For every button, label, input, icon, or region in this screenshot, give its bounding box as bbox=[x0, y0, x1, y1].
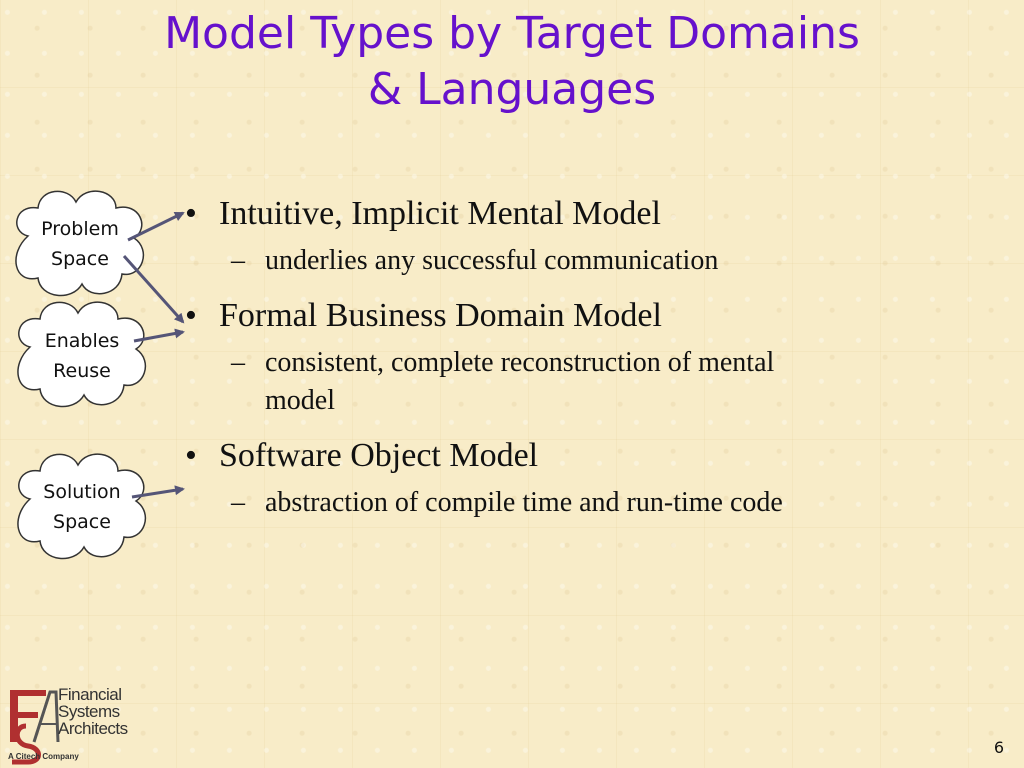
fsa-logo-mark bbox=[10, 690, 60, 765]
bullet-group-business: • Formal Business Domain Model – consist… bbox=[185, 294, 985, 420]
cloud-label: Problem bbox=[41, 218, 119, 240]
sub-bullet-mark: – bbox=[231, 487, 245, 518]
bullet-text: Intuitive, Implicit Mental Model bbox=[219, 195, 661, 232]
cloud-label: Reuse bbox=[53, 360, 111, 382]
cloud-solution-space: Solution Space bbox=[17, 453, 147, 560]
bullet-text: Formal Business Domain Model bbox=[219, 297, 662, 334]
cloud-enables-reuse: Enables Reuse bbox=[17, 301, 147, 408]
bullet-item: • Software Object Model bbox=[185, 434, 985, 478]
sub-bullet-mark: – bbox=[231, 347, 245, 378]
cloud-label: Enables bbox=[45, 330, 120, 352]
bullet-mark: • bbox=[185, 437, 197, 474]
bullet-text: Software Object Model bbox=[219, 437, 539, 474]
sub-bullet-text: abstraction of compile time and run-time… bbox=[265, 487, 783, 518]
bullet-group-mental: • Intuitive, Implicit Mental Model – und… bbox=[185, 192, 985, 280]
cloud-label: Solution bbox=[43, 481, 120, 503]
title-line-2: & Languages bbox=[367, 64, 657, 115]
page-number: 6 bbox=[993, 738, 1004, 757]
sub-bullet-item: – underlies any successful communication bbox=[185, 242, 985, 280]
cloud-problem-space: Problem Space bbox=[15, 190, 145, 297]
bullet-item: • Intuitive, Implicit Mental Model bbox=[185, 192, 985, 236]
logo-line: Financial bbox=[58, 685, 122, 704]
cloud-label: Space bbox=[51, 248, 109, 270]
bullet-group-software: • Software Object Model – abstraction of… bbox=[185, 434, 985, 522]
slide-title: Model Types by Target Domains & Language… bbox=[0, 6, 1024, 118]
sub-bullet-mark: – bbox=[231, 245, 245, 276]
sub-bullet-text: consistent, complete reconstruction of m… bbox=[265, 347, 775, 378]
arrow-problem-to-business bbox=[122, 255, 185, 324]
bullet-item: • Formal Business Domain Model bbox=[185, 294, 985, 338]
bullet-mark: • bbox=[185, 195, 197, 232]
cloud-label: Space bbox=[53, 511, 111, 533]
sub-bullet-text-continued: model bbox=[265, 385, 335, 416]
sub-bullet-item: – abstraction of compile time and run-ti… bbox=[185, 484, 985, 522]
logo-line: Architects bbox=[58, 719, 128, 738]
bullet-list: • Intuitive, Implicit Mental Model – und… bbox=[185, 192, 985, 536]
sub-bullet-item: – consistent, complete reconstruction of… bbox=[185, 344, 985, 420]
title-line-1: Model Types by Target Domains bbox=[164, 8, 860, 59]
logo-line: Systems bbox=[58, 702, 120, 721]
sub-bullet-text: underlies any successful communication bbox=[265, 245, 719, 276]
logo-tagline: A Citech Company bbox=[8, 752, 79, 761]
arrow-reuse-to-business bbox=[133, 328, 185, 343]
logo-wordmark: Financial Systems Architects bbox=[58, 686, 128, 737]
arrow-problem-to-mental bbox=[127, 211, 185, 242]
bullet-mark: • bbox=[185, 297, 197, 334]
arrow-solution-to-software bbox=[131, 485, 185, 499]
